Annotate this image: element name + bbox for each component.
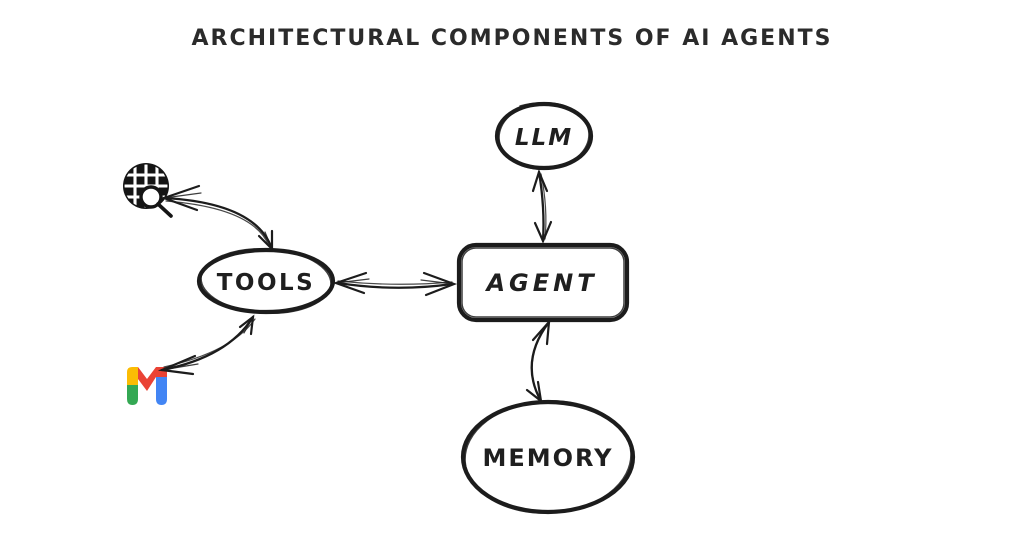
edge-gmail-tools xyxy=(157,314,256,376)
web-search-icon xyxy=(123,163,173,218)
memory-label: MEMORY xyxy=(482,444,613,472)
edge-agent-memory xyxy=(525,318,551,404)
llm-ellipse xyxy=(494,101,594,171)
node-llm: LLM xyxy=(494,101,594,171)
gmail-red-part xyxy=(138,367,167,391)
gmail-blue-part xyxy=(156,377,167,405)
agent-label: AGENT xyxy=(484,269,597,297)
llm-label: LLM xyxy=(515,125,573,151)
agent-box xyxy=(456,242,630,323)
page-title: ARCHITECTURAL COMPONENTS OF AI AGENTS xyxy=(191,26,833,51)
magnifier-lens-icon xyxy=(139,185,163,209)
tools-label: TOOLS xyxy=(217,270,316,296)
gmail-green-part xyxy=(127,385,138,405)
node-memory: MEMORY xyxy=(460,399,636,515)
gmail-yellow-part xyxy=(127,367,138,386)
edge-tools-agent xyxy=(332,271,458,297)
globe-grid xyxy=(124,164,168,208)
edge-search-tools xyxy=(160,184,274,252)
node-agent: AGENT xyxy=(456,242,630,323)
edge-llm-agent xyxy=(531,168,553,244)
tools-ellipse xyxy=(196,247,336,315)
magnifier-handle-icon xyxy=(156,202,173,218)
gmail-icon xyxy=(127,367,167,405)
node-tools: TOOLS xyxy=(196,247,336,315)
